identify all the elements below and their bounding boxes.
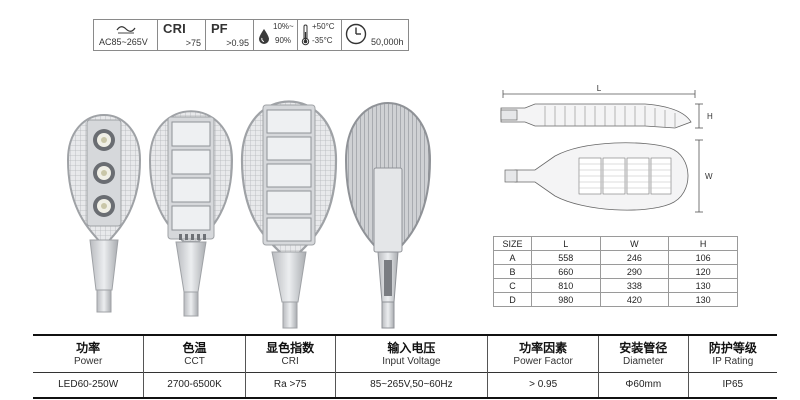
size-cell: 246 <box>599 250 670 265</box>
size-cell: 130 <box>668 292 738 307</box>
humidity-min: 90% <box>275 36 292 45</box>
lamp-large-module-image <box>240 100 338 329</box>
spec-value-ip-rating: IP65 <box>687 371 777 398</box>
spec-header-en: IP Rating <box>712 356 754 367</box>
spec-value-row: LED60-250W 2700-6500K Ra >75 85~265V,50~… <box>33 371 777 398</box>
spec-header-cct: 色温 CCT <box>143 335 246 372</box>
size-table-header: SIZE L W H <box>493 236 738 251</box>
spec-header-cn: 功率 <box>76 341 101 355</box>
pf-label: PF <box>211 21 228 36</box>
product-images <box>66 100 432 329</box>
spec-value-input-voltage: 85~265V,50~60Hz <box>334 371 488 398</box>
top-view-drawing <box>504 142 689 211</box>
spec-header-cn: 显色指数 <box>266 341 315 355</box>
size-table: SIZE L W H A 558 246 106 B 660 290 120 C… <box>493 236 738 307</box>
pf-badge: PF >0.95 <box>206 20 254 50</box>
spec-header-en: CRI <box>281 356 299 367</box>
size-cell: 106 <box>668 250 738 265</box>
spec-header-en: Power <box>73 356 103 367</box>
humidity-badge: 10%~ 90% <box>254 20 298 50</box>
cri-badge: CRI >75 <box>158 20 206 50</box>
side-view-drawing <box>500 103 692 129</box>
spec-value-power: LED60-250W <box>33 371 144 398</box>
spec-value-cri: Ra >75 <box>244 371 336 398</box>
size-header-width: W <box>599 236 670 251</box>
spec-header-power-factor: 功率因素 Power Factor <box>487 335 599 372</box>
spec-header-cn: 色温 <box>182 341 207 355</box>
size-cell: 290 <box>599 264 670 279</box>
cri-value: >75 <box>185 38 201 48</box>
lamp-cob-image <box>66 114 142 313</box>
spec-header-en: Input Voltage <box>382 356 441 367</box>
spec-header-cn: 防护等级 <box>708 341 757 355</box>
size-cell: 338 <box>599 278 670 293</box>
spec-header-cn: 输入电压 <box>387 341 436 355</box>
spec-badges: AC85~265V CRI >75 PF >0.95 10%~ 90% +50°… <box>93 19 409 51</box>
lifetime-text: 50,000h <box>371 37 404 47</box>
height-label: H <box>707 112 713 121</box>
lifetime-badge: 50,000h <box>342 20 408 50</box>
voltage-text: AC85~265V <box>99 37 148 47</box>
spec-header-cn: 功率因素 <box>519 341 568 355</box>
size-row: C 810 338 130 <box>493 278 738 293</box>
pf-value: >0.95 <box>226 38 249 48</box>
lamp-module-image <box>148 110 234 317</box>
spec-header-power: 功率 Power <box>33 335 144 372</box>
size-cell: C <box>493 278 532 293</box>
spec-value-cct: 2700-6500K <box>143 371 246 398</box>
spec-header-ip-rating: 防护等级 IP Rating <box>687 335 777 372</box>
spec-header-cri: 显色指数 CRI <box>244 335 336 372</box>
size-header-length: L <box>530 236 601 251</box>
size-row: B 660 290 120 <box>493 264 738 279</box>
size-cell: D <box>493 292 532 307</box>
voltage-badge: AC85~265V <box>94 20 158 50</box>
size-cell: 130 <box>668 278 738 293</box>
temperature-badge: +50°C -35°C <box>298 20 342 50</box>
spec-header-cn: 安装管径 <box>619 341 668 355</box>
spec-header-en: Diameter <box>623 356 664 367</box>
length-label: L <box>597 84 602 93</box>
clock-icon <box>345 23 367 45</box>
size-row: D 980 420 130 <box>493 292 738 307</box>
width-label: W <box>705 172 713 181</box>
droplet-icon <box>259 29 269 44</box>
size-header-height: H <box>668 236 738 251</box>
spec-header-en: CCT <box>184 356 205 367</box>
spec-table: 功率 Power 色温 CCT 显色指数 CRI 输入电压 Input Volt… <box>33 334 777 399</box>
size-cell: B <box>493 264 532 279</box>
humidity-max: 10%~ <box>273 22 294 31</box>
thermometer-icon <box>301 24 310 46</box>
dimension-drawings: L H W <box>500 84 713 213</box>
size-cell: 810 <box>530 278 601 293</box>
size-cell: 558 <box>530 250 601 265</box>
spec-header-diameter: 安装管径 Diameter <box>597 335 689 372</box>
spec-value-diameter: Φ60mm <box>597 371 689 398</box>
size-row: A 558 246 106 <box>493 250 738 265</box>
spec-header-en: Power Factor <box>513 356 573 367</box>
spec-value-power-factor: > 0.95 <box>487 371 599 398</box>
size-cell: 660 <box>530 264 601 279</box>
ac-wave-icon <box>116 26 136 34</box>
cri-label: CRI <box>163 21 186 36</box>
spec-header-row: 功率 Power 色温 CCT 显色指数 CRI 输入电压 Input Volt… <box>33 335 777 372</box>
lamp-rear-image <box>344 102 432 329</box>
size-header-size: SIZE <box>493 236 532 251</box>
size-cell: 420 <box>599 292 670 307</box>
size-cell: A <box>493 250 532 265</box>
temperature-min: -35°C <box>312 36 333 45</box>
size-cell: 120 <box>668 264 738 279</box>
size-cell: 980 <box>530 292 601 307</box>
temperature-max: +50°C <box>312 22 335 31</box>
spec-header-input-voltage: 输入电压 Input Voltage <box>334 335 488 372</box>
